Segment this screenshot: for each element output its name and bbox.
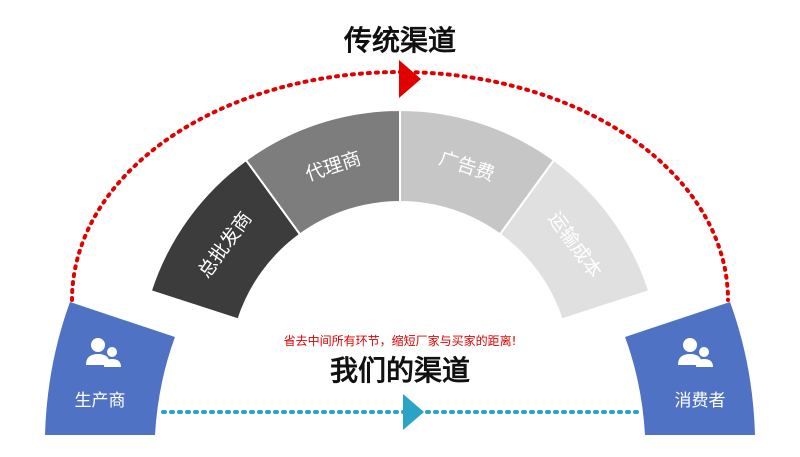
people-icon <box>86 338 121 367</box>
traditional-channel-title: 传统渠道 <box>343 24 456 57</box>
consumer-label: 消费者 <box>675 391 726 411</box>
direct-route-arrowhead <box>403 394 424 430</box>
segment-4 <box>498 158 651 321</box>
direct-channel-note: 省去中间所有环节，缩短厂家与买家的距离! <box>284 333 517 348</box>
our-channel-title: 我们的渠道 <box>330 354 470 387</box>
consumer-block: 消费者 <box>625 302 755 435</box>
consumer-block-shape <box>625 302 755 435</box>
producer-block: 生产商 <box>45 302 175 435</box>
traditional-route-arrowhead <box>399 60 421 98</box>
people-icon <box>678 338 713 367</box>
producer-block-shape <box>45 302 175 435</box>
producer-label: 生产商 <box>75 391 126 411</box>
middleman-segments: 总批发商代理商广告费运输成本 <box>149 108 651 321</box>
